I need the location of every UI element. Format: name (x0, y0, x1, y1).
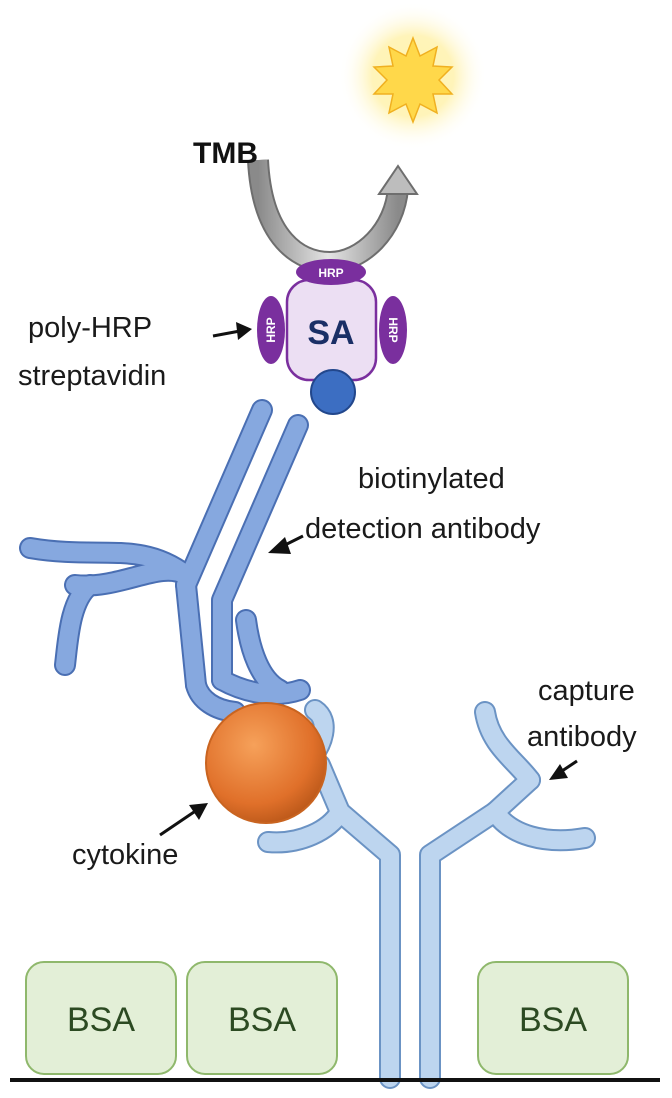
bsa-label-2: BSA (228, 1001, 296, 1039)
hrp-left-label: HRP (264, 317, 278, 342)
bsa-block-2: BSA (186, 961, 338, 1075)
poly-hrp-label-line2: streptavidin (18, 360, 166, 392)
biotin (310, 369, 356, 415)
signal-sun-icon (339, 2, 487, 150)
tmb-label: TMB (193, 137, 258, 170)
cytokine-sphere (205, 702, 327, 824)
hrp-left (257, 296, 285, 364)
hrp-right (379, 296, 407, 364)
label-detection-antibody: biotinylated detection antibody (268, 463, 541, 554)
label-cytokine: cytokine (72, 803, 208, 871)
hrp-top-label: HRP (318, 266, 343, 280)
bsa-label-1: BSA (67, 1001, 135, 1039)
tmb-conversion-arrow (247, 159, 419, 274)
bsa-label-3: BSA (519, 1001, 587, 1039)
label-capture-antibody: capture antibody (527, 675, 637, 780)
detection-antibody (19, 399, 311, 723)
poly-hrp-label-line1: poly-HRP (28, 312, 152, 344)
poly-hrp-streptavidin: HRP HRP HRP SA (257, 259, 407, 382)
capture-antibody (257, 699, 596, 1089)
bsa-block-3: BSA (477, 961, 629, 1075)
cytokine-label: cytokine (72, 839, 178, 871)
hrp-right-label: HRP (386, 317, 400, 342)
sa-label: SA (307, 314, 354, 352)
capture-label-line1: capture (538, 675, 635, 707)
label-poly-hrp: poly-HRP streptavidin (18, 312, 252, 392)
hrp-top (296, 259, 366, 285)
detection-label-line2: detection antibody (305, 513, 541, 545)
bsa-block-1: BSA (25, 961, 177, 1075)
capture-label-line2: antibody (527, 721, 637, 753)
detection-label-line1: biotinylated (358, 463, 505, 495)
